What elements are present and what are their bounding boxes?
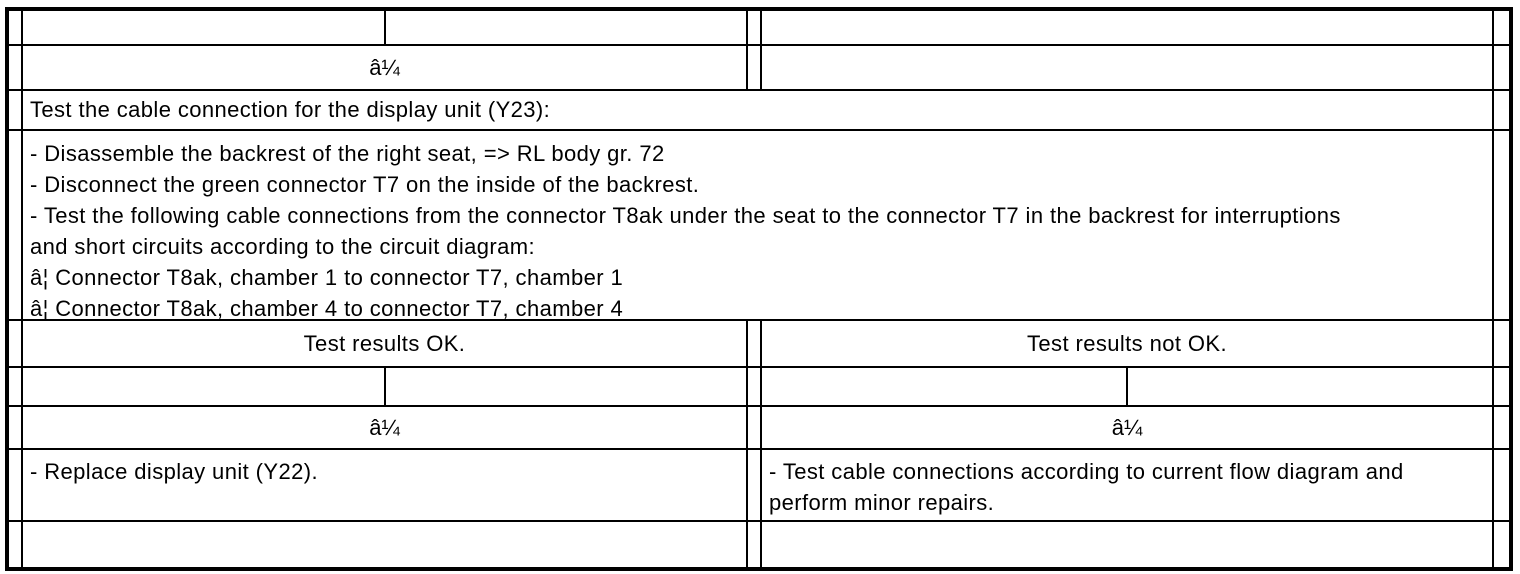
right-margin-cell [1492,11,1509,44]
action-not-ok-cell: - Test cable connections according to cu… [762,450,1492,520]
empty-cell [23,11,384,44]
column-gap-cell [746,450,762,520]
empty-cell [762,522,1492,567]
table-row-arrow-top: â¼ [9,46,1509,91]
left-margin-cell [9,407,23,448]
empty-cell [762,46,1492,89]
procedure-title: Test the cable connection for the displa… [30,97,551,122]
branch-right-split-cell [762,368,1492,405]
right-margin-cell [1492,450,1509,520]
column-gap-cell [746,321,762,366]
right-margin-cell [1492,46,1509,89]
left-margin-cell [9,46,23,89]
right-margin-cell [1492,368,1509,405]
arrow-cell: â¼ [23,46,746,89]
column-gap-cell [746,407,762,448]
right-margin-cell [1492,407,1509,448]
table-row-actions: - Replace display unit (Y22). - Test cab… [9,450,1509,522]
table-row-bottom-empty [9,522,1509,567]
branch-left-split-cell [23,368,746,405]
procedure-step: and short circuits according to the circ… [30,234,536,259]
procedure-step: â¦ Connector T8ak, chamber 1 to connecto… [30,265,624,290]
left-margin-cell [9,522,23,567]
result-not-ok-label: Test results not OK. [1027,330,1227,356]
procedure-step: â¦ Connector T8ak, chamber 4 to connecto… [30,296,624,321]
left-margin-cell [9,131,23,319]
arrow-cell: â¼ [762,407,1492,448]
empty-cell [1126,368,1492,405]
table-row-arrows-branch: â¼ â¼ [9,407,1509,450]
right-margin-cell [1492,321,1509,366]
down-arrow-glyph: â¼ [1111,414,1143,440]
procedure-steps: - Disassemble the backrest of the right … [23,131,1492,321]
left-margin-cell [9,91,23,129]
down-arrow-glyph: â¼ [369,414,400,440]
arrow-cell: â¼ [23,407,746,448]
left-margin-cell [9,11,23,44]
top-left-split-cell [23,11,746,44]
result-ok-label: Test results OK. [303,330,466,356]
empty-cell [762,368,1126,405]
column-gap-cell [746,11,762,44]
procedure-step: - Disconnect the green connector T7 on t… [30,172,700,197]
right-margin-cell [1492,131,1509,319]
action-not-ok-text: - Test cable connections according to cu… [769,459,1404,484]
diagnostic-flow-table: â¼ Test the cable connection for the dis… [5,7,1513,571]
right-margin-cell [1492,91,1509,129]
empty-cell [23,368,384,405]
column-gap-cell [746,522,762,567]
procedure-step: - Disassemble the backrest of the right … [30,141,665,166]
empty-cell [383,11,747,44]
action-ok-text: - Replace display unit (Y22). [30,459,318,484]
empty-cell [23,522,746,567]
table-row-top-empty [9,11,1509,46]
table-row-results: Test results OK. Test results not OK. [9,321,1509,368]
table-row-title: Test the cable connection for the displa… [9,91,1509,131]
table-row-branch-empty [9,368,1509,407]
right-margin-cell [1492,522,1509,567]
empty-cell [383,368,747,405]
left-margin-cell [9,368,23,405]
left-margin-cell [9,321,23,366]
empty-cell [762,11,1492,44]
down-arrow-glyph: â¼ [369,54,400,80]
table-row-procedure: - Disassemble the backrest of the right … [9,131,1509,321]
column-gap-cell [746,368,762,405]
procedure-step: - Test the following cable connections f… [30,203,1341,228]
column-gap-cell [746,46,762,89]
action-not-ok-text: perform minor repairs. [769,490,995,515]
action-ok-cell: - Replace display unit (Y22). [23,450,746,520]
left-margin-cell [9,450,23,520]
